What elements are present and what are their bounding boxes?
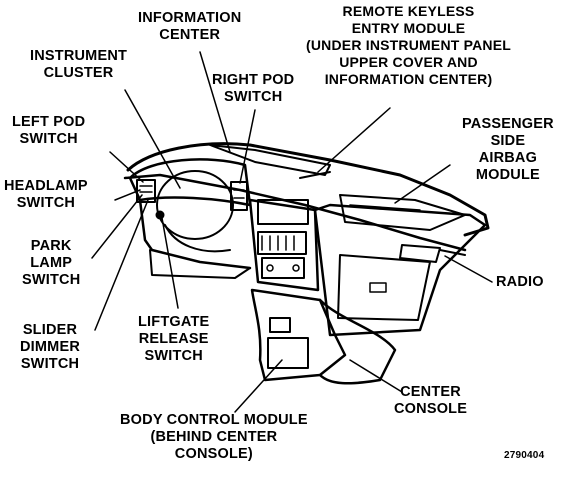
label-right-pod-switch: RIGHT POD SWITCH	[212, 72, 295, 105]
leader-body-control	[234, 359, 283, 413]
glove-box	[337, 254, 431, 321]
leader-slider-dimmer	[94, 199, 149, 331]
console-body	[250, 288, 347, 382]
leader-center-console	[349, 359, 403, 393]
upper-display	[257, 199, 309, 225]
steering-column	[164, 224, 231, 253]
center-vent	[257, 231, 307, 255]
airbag-door	[339, 194, 466, 231]
leader-info-center	[199, 51, 231, 153]
leader-radio	[444, 255, 493, 283]
radio-unit	[261, 257, 305, 279]
label-radio: RADIO	[496, 274, 544, 290]
leader-remote-keyless	[317, 107, 391, 173]
right-pod-block	[230, 181, 248, 211]
leader-liftgate	[161, 217, 179, 309]
label-passenger-airbag: PASSENGER SIDE AIRBAG MODULE	[462, 116, 554, 183]
label-center-console: CENTER CONSOLE	[394, 384, 468, 417]
label-instrument-cluster: INSTRUMENT CLUSTER	[30, 48, 128, 81]
console-switch	[269, 317, 291, 333]
label-left-pod-switch: LEFT POD SWITCH	[12, 114, 86, 147]
driver-knee-panel	[149, 249, 251, 279]
figure-id: 2790404	[504, 450, 545, 461]
liftgate-switch-knob	[155, 210, 165, 220]
leader-park-lamp	[91, 194, 143, 259]
passenger-vent	[399, 244, 441, 263]
center-stack	[248, 198, 320, 292]
label-liftgate-release-switch: LIFTGATE RELEASE SWITCH	[138, 314, 210, 364]
leader-left-pod	[109, 151, 144, 183]
dashboard-top-outline	[126, 142, 490, 237]
label-remote-keyless-entry: REMOTE KEYLESS ENTRY MODULE (UNDER INSTR…	[306, 3, 512, 87]
label-headlamp-switch: HEADLAMP SWITCH	[4, 178, 88, 211]
leader-instrument-cluster	[124, 89, 181, 189]
label-information-center: INFORMATION CENTER	[138, 10, 242, 43]
glove-box-latch	[369, 282, 387, 293]
dashboard-front-edge	[123, 173, 467, 252]
leader-right-pod	[239, 109, 256, 184]
leader-airbag	[394, 164, 451, 204]
label-body-control-module: BODY CONTROL MODULE (BEHIND CENTER CONSO…	[120, 412, 308, 462]
label-park-lamp-switch: PARK LAMP SWITCH	[22, 238, 81, 288]
console-side	[318, 298, 397, 385]
leader-headlamp	[114, 189, 141, 201]
label-slider-dimmer-switch: SLIDER DIMMER SWITCH	[20, 322, 81, 372]
cluster-gauge	[156, 170, 234, 240]
console-tray	[267, 337, 309, 369]
